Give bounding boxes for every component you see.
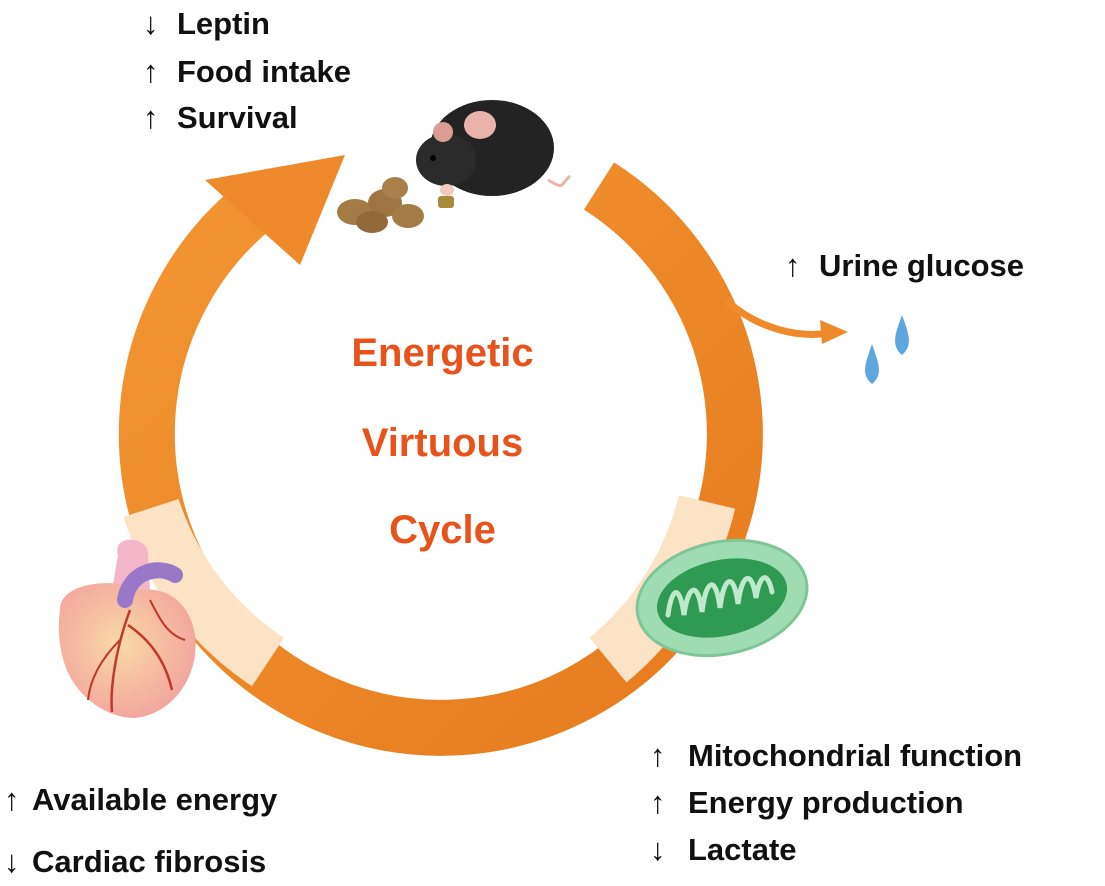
urine-branch-arrow bbox=[724, 298, 834, 338]
label-leptin: ↓ Leptin bbox=[143, 8, 270, 39]
label-survival: ↑ Survival bbox=[143, 102, 298, 133]
down-arrow-icon: ↓ bbox=[650, 832, 666, 867]
label-text: Cardiac fibrosis bbox=[32, 844, 267, 879]
label-lactate: ↓ Lactate bbox=[650, 834, 797, 865]
down-arrow-icon: ↓ bbox=[4, 844, 20, 879]
label-food-intake: ↑ Food intake bbox=[143, 56, 351, 87]
food-pellets-icon bbox=[337, 177, 424, 233]
cycle-title-line-2: Virtuous bbox=[361, 421, 524, 465]
label-energy-production: ↑ Energy production bbox=[650, 787, 964, 818]
heart-icon bbox=[58, 539, 196, 718]
label-text: Energy production bbox=[688, 785, 964, 820]
urine-branch-arrowhead bbox=[820, 320, 848, 344]
up-arrow-icon: ↑ bbox=[4, 782, 20, 817]
up-arrow-icon: ↑ bbox=[143, 100, 159, 135]
mitochondrion-icon bbox=[635, 538, 809, 658]
up-arrow-icon: ↑ bbox=[650, 785, 666, 820]
up-arrow-icon: ↑ bbox=[143, 54, 159, 89]
label-text: Lactate bbox=[688, 832, 797, 867]
label-text: Leptin bbox=[177, 6, 270, 41]
mouse-icon bbox=[416, 100, 572, 208]
faded-segment-heart bbox=[123, 498, 285, 687]
cycle-arrowhead bbox=[205, 155, 345, 265]
label-text: Mitochondrial function bbox=[688, 738, 1023, 773]
label-text: Available energy bbox=[32, 782, 278, 817]
label-urine-glucose: ↑ Urine glucose bbox=[785, 250, 1024, 281]
label-mitochondrial-function: ↑ Mitochondrial function bbox=[650, 740, 1022, 771]
up-arrow-icon: ↑ bbox=[650, 738, 666, 773]
label-text: Urine glucose bbox=[819, 248, 1024, 283]
label-cardiac-fibrosis: ↓ Cardiac fibrosis bbox=[4, 846, 266, 877]
urine-droplets-icon bbox=[865, 315, 909, 384]
cycle-title-line-3: Cycle bbox=[389, 508, 496, 552]
label-text: Food intake bbox=[177, 54, 351, 89]
label-text: Survival bbox=[177, 100, 298, 135]
up-arrow-icon: ↑ bbox=[785, 248, 801, 283]
cycle-title-line-1: Energetic bbox=[351, 331, 534, 375]
cycle-ring bbox=[118, 162, 763, 756]
down-arrow-icon: ↓ bbox=[143, 6, 159, 41]
label-available-energy: ↑ Available energy bbox=[4, 784, 277, 815]
